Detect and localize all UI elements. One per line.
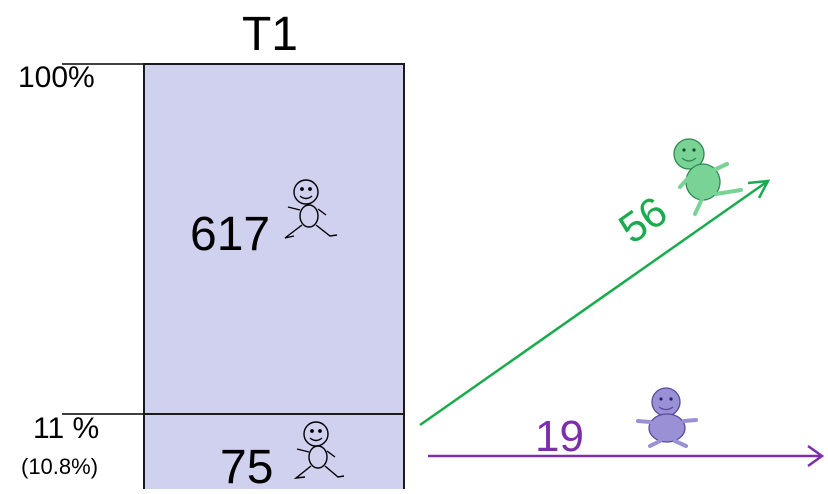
bar-segment-lower <box>143 413 405 494</box>
rising-flow-arrow <box>419 179 771 427</box>
person-icon-lower <box>293 421 345 479</box>
title: T1 <box>242 8 298 61</box>
segment-upper-count: 617 <box>190 208 270 261</box>
axis-label-100: 100% <box>18 61 95 94</box>
axis-sublabel-10-8: (10.8%) <box>21 454 98 479</box>
bar-segment-upper <box>143 63 405 415</box>
flat-flow-arrow <box>428 444 825 468</box>
person-icon-purple <box>636 387 698 448</box>
rising-flow-count: 56 <box>610 187 675 252</box>
segment-lower-count: 75 <box>220 441 273 489</box>
axis-label-11: 11 % <box>33 412 99 445</box>
person-icon-upper <box>284 179 338 239</box>
person-icon-green <box>673 138 743 216</box>
flat-flow-count: 19 <box>535 412 584 461</box>
